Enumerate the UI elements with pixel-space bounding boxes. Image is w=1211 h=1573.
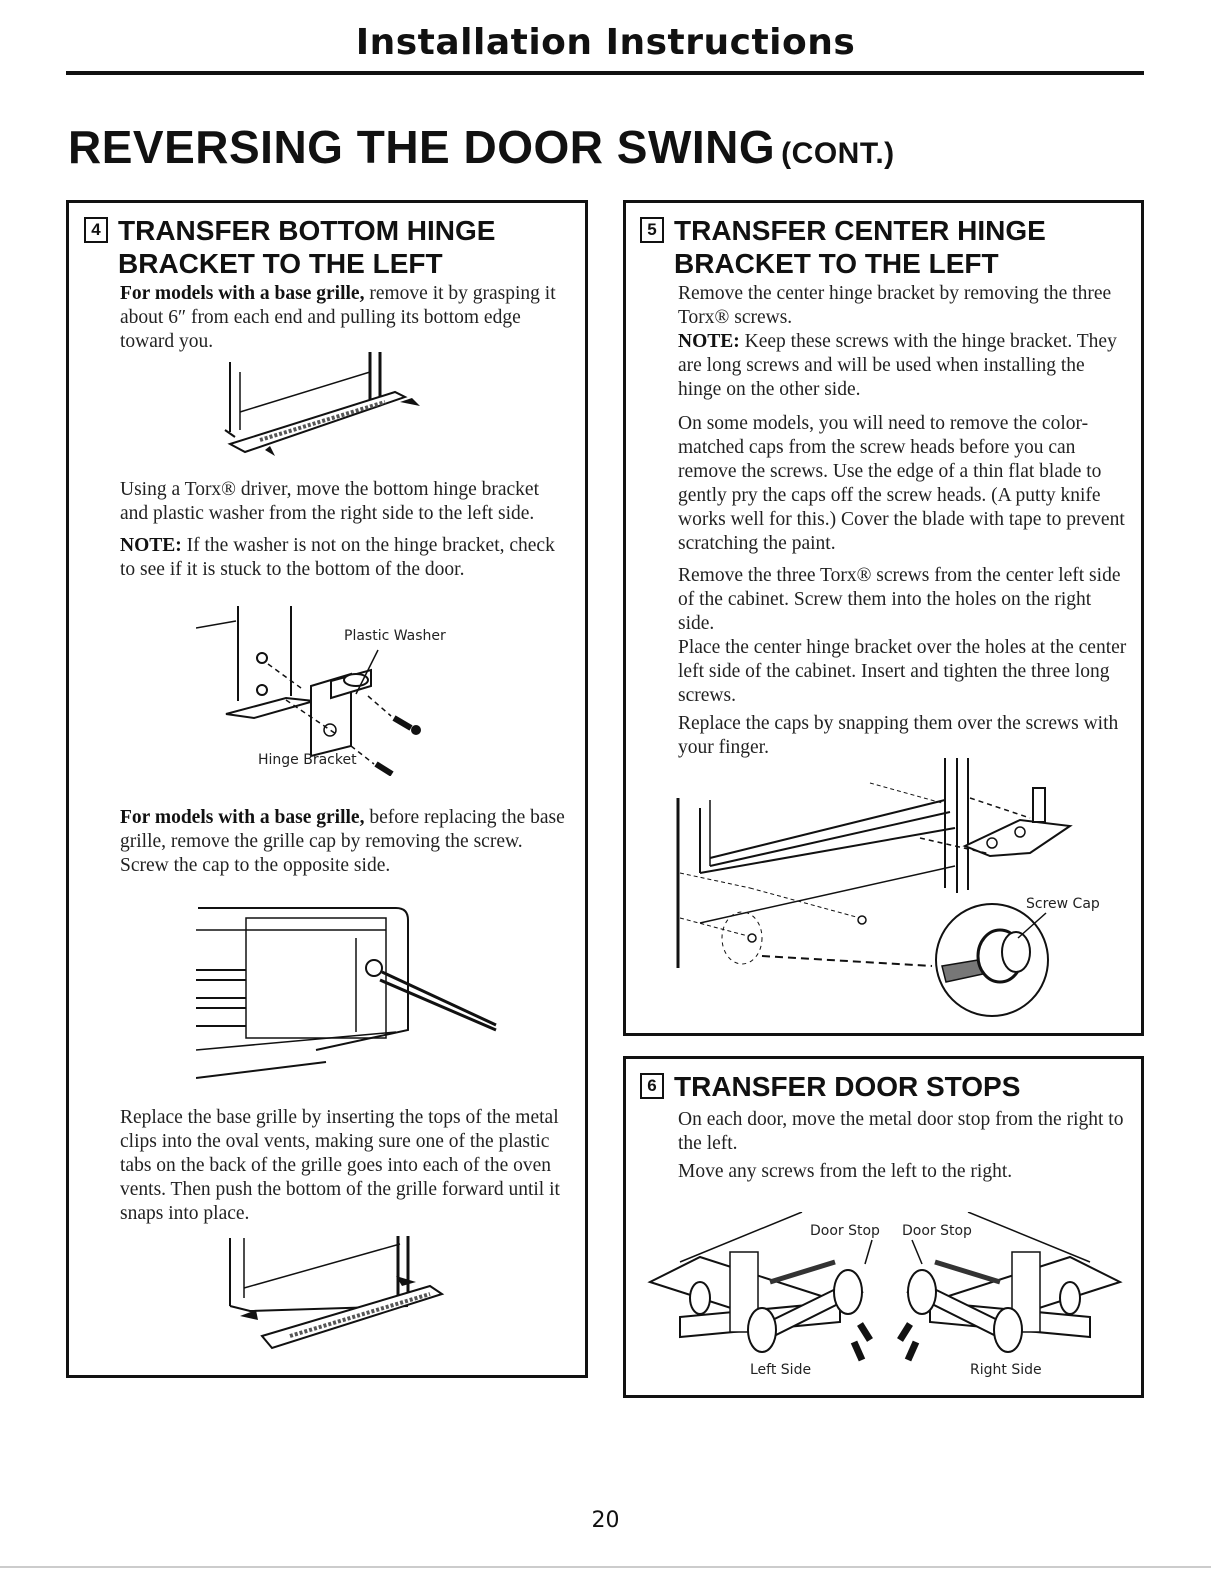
- right-side-label: Right Side: [970, 1362, 1042, 1378]
- step6-title-line1: TRANSFER DOOR STOPS: [674, 1071, 1021, 1102]
- step4-note-text: If the washer is not on the hinge bracke…: [120, 535, 555, 580]
- step5-paragraph-3: On some models, you will need to remove …: [678, 413, 1125, 554]
- step6-heading: 6 TRANSFER DOOR STOPS: [640, 1070, 1020, 1103]
- step4-number: 4: [84, 216, 108, 243]
- step6-paragraph-1: On each door, move the metal door stop f…: [678, 1109, 1124, 1154]
- step4-paragraph-4: For models with a base grille, before re…: [120, 806, 570, 878]
- step4-paragraph-2: Using a Torx® driver, move the bottom hi…: [120, 479, 540, 524]
- step6-box: [623, 1056, 1144, 1398]
- section-title-text: REVERSING THE DOOR SWING: [68, 121, 776, 173]
- door-stop-right-label: Door Stop: [902, 1223, 972, 1239]
- header-divider: [66, 71, 1144, 75]
- step5-box: [623, 200, 1144, 1036]
- step4-title-line1: TRANSFER BOTTOM HINGE: [118, 215, 496, 246]
- step4-p1-text: remove it by grasping it about 6″ from e…: [120, 283, 556, 352]
- step5-paragraph-5: Place the center hinge bracket over the …: [678, 637, 1127, 706]
- screw-cap-label: Screw Cap: [1026, 896, 1100, 912]
- step4-p4-bold: For models with a base grille,: [120, 807, 365, 828]
- step5-note-text: Keep these screws with the hinge bracket…: [678, 331, 1117, 400]
- page-bottom-edge: [0, 1566, 1211, 1568]
- step4-heading: 4 TRANSFER BOTTOM HINGE BRACKET TO THE LE…: [84, 214, 495, 280]
- grille-cap-illustration: [196, 900, 506, 1080]
- hinge-bracket-label: Hinge Bracket: [258, 752, 357, 768]
- page-number: 20: [591, 1508, 620, 1533]
- door-stop-left-label: Door Stop: [810, 1223, 880, 1239]
- step5-paragraph-6: Replace the caps by snapping them over t…: [678, 713, 1119, 758]
- step4-paragraph-5: Replace the base grille by inserting the…: [120, 1107, 560, 1224]
- step4-p4-text: before replacing the base grille, remove…: [120, 807, 565, 876]
- door-stops-illustration: Door Stop Door Stop Left Side Right Side: [640, 1212, 1130, 1382]
- step6-number: 6: [640, 1072, 664, 1099]
- step5-title-line1: TRANSFER CENTER HINGE: [674, 215, 1046, 246]
- plastic-washer-label: Plastic Washer: [344, 628, 446, 644]
- step5-title-line2: BRACKET TO THE LEFT: [674, 248, 999, 279]
- step5-number: 5: [640, 216, 664, 243]
- step5-note-label: NOTE:: [678, 331, 740, 352]
- step4-p1-bold: For models with a base grille,: [120, 283, 365, 304]
- center-hinge-illustration: Screw Cap: [670, 758, 1110, 1026]
- step4-paragraph-1: For models with a base grille, remove it…: [120, 282, 570, 354]
- step4-note-label: NOTE:: [120, 535, 182, 556]
- left-side-label: Left Side: [750, 1362, 811, 1378]
- step5-paragraph-1: Remove the center hinge bracket by remov…: [678, 283, 1112, 328]
- step4-title-line2: BRACKET TO THE LEFT: [118, 248, 443, 279]
- page-header-title: Installation Instructions: [355, 22, 856, 63]
- base-grille-removal-illustration: [220, 352, 440, 464]
- step6-paragraph-2: Move any screws from the left to the rig…: [678, 1161, 1013, 1182]
- step5-paragraph-2: NOTE: Keep these screws with the hinge b…: [678, 330, 1130, 402]
- section-title-cont: (CONT.): [781, 137, 895, 170]
- hinge-bracket-washer-illustration: Plastic Washer Hinge Bracket: [196, 606, 466, 776]
- step5-heading: 5 TRANSFER CENTER HINGE BRACKET TO THE LE…: [640, 214, 1046, 280]
- base-grille-replace-illustration: [220, 1236, 460, 1356]
- step5-paragraph-4: Remove the three Torx® screws from the c…: [678, 565, 1121, 634]
- step4-box: [66, 200, 588, 1378]
- section-title: REVERSING THE DOOR SWING(CONT.): [68, 120, 895, 174]
- step4-paragraph-3: NOTE: If the washer is not on the hinge …: [120, 534, 570, 582]
